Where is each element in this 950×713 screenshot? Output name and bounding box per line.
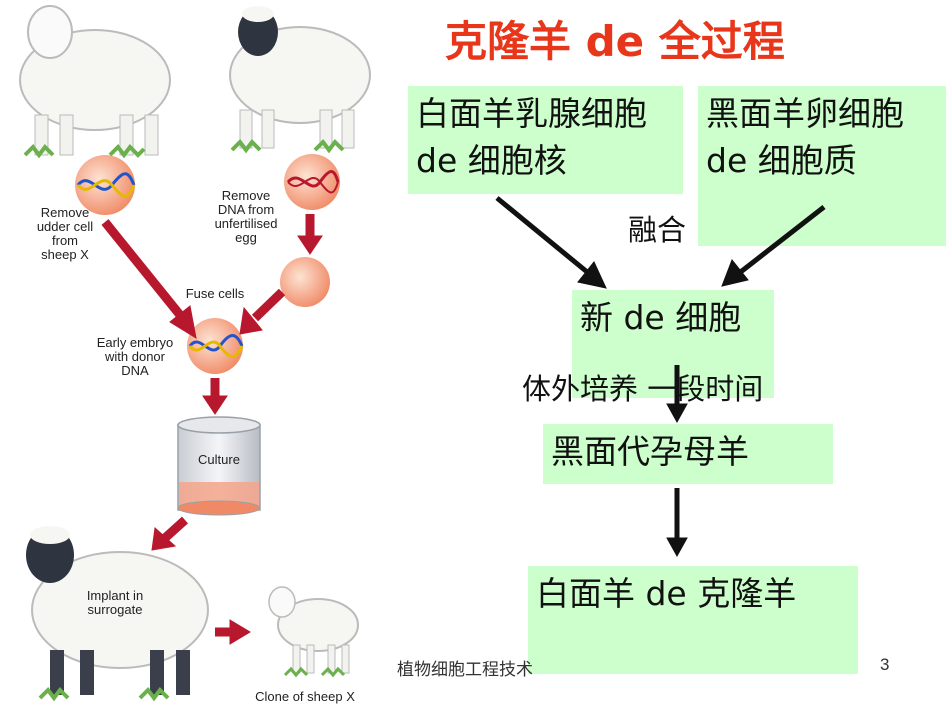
- surrogate-sheep-icon: [26, 526, 209, 702]
- label-remove-dna: Remove DNA from unfertilised egg: [214, 188, 278, 245]
- page-title: 克隆羊 de 全过程: [445, 17, 785, 66]
- label-clone: Clone of sheep X: [255, 689, 355, 704]
- arrow-head-to-new-cell-left: [577, 261, 607, 289]
- enucleated-egg-icon: [280, 257, 330, 307]
- label-fuse-cells: Fuse cells: [185, 286, 245, 301]
- box-surrogate-ewe: 黑面代孕母羊: [543, 424, 833, 484]
- cloning-illustration: [19, 5, 371, 702]
- page-number: 3: [880, 655, 890, 674]
- black-face-sheep-icon: [229, 6, 371, 154]
- egg-cell-dna-icon: [284, 154, 340, 210]
- box-white-sheep-nucleus: 白面羊乳腺细胞 de 细胞核: [408, 86, 683, 194]
- arrow-head-to-new-cell-right: [721, 259, 749, 287]
- box-black-sheep-cytoplasm: 黑面羊卵细胞 de 细胞质: [698, 86, 946, 246]
- arrow-head-to-surrogate: [666, 403, 688, 424]
- culture-dish-icon: [177, 416, 261, 516]
- culture-label: 体外培养 一段时间: [522, 372, 764, 406]
- box-clone-sheep: 白面羊 de 克隆羊: [528, 566, 858, 674]
- arrow-head-to-clone: [666, 537, 688, 558]
- footer-course-title: 植物细胞工程技术: [397, 660, 533, 680]
- label-early-embryo: Early embryo with donor DNA: [96, 335, 174, 378]
- label-remove-udder: Remove udder cell from sheep X: [36, 205, 94, 262]
- process-arrows: [101, 214, 323, 645]
- udder-cell-icon: [75, 155, 136, 215]
- early-embryo-icon: [187, 318, 244, 374]
- clone-lamb-icon: [268, 586, 359, 678]
- label-implant: Implant in surrogate: [86, 588, 144, 617]
- white-sheep-icon: [19, 5, 171, 159]
- box-new-cell: 新 de 细胞: [572, 290, 774, 398]
- label-culture: Culture: [198, 452, 240, 467]
- fuse-label: 融合: [628, 213, 687, 247]
